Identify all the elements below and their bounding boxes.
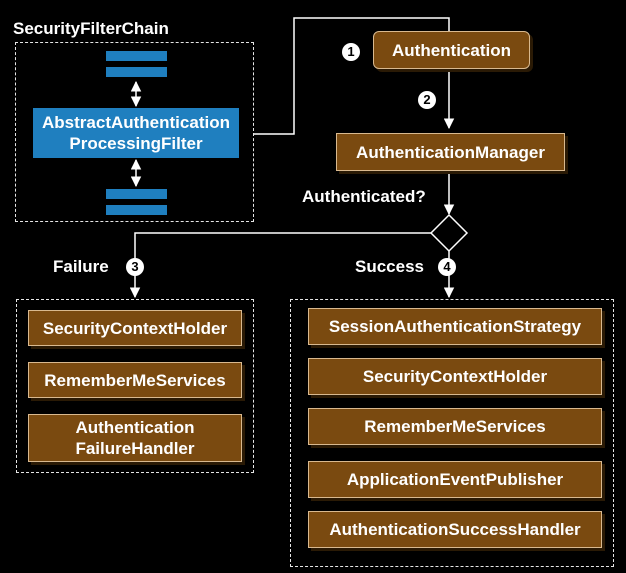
filter-bar-3: [106, 189, 167, 199]
authentication-manager-box: AuthenticationManager: [336, 133, 565, 171]
filter-label-line1: AbstractAuthentication: [42, 113, 230, 132]
authentication-success-handler-box: AuthenticationSuccessHandler: [308, 511, 602, 548]
success-security-context-holder-box: SecurityContextHolder: [308, 358, 602, 395]
failure-label: Failure: [53, 257, 109, 276]
filter-chain-frame: [15, 42, 254, 222]
authenticated-question-label: Authenticated?: [302, 187, 426, 206]
application-event-publisher-box: ApplicationEventPublisher: [308, 461, 602, 498]
step-4-badge: 4: [438, 258, 456, 276]
session-authentication-strategy-box: SessionAuthenticationStrategy: [308, 308, 602, 345]
success-frame: [290, 299, 614, 567]
filter-bar-4: [106, 205, 167, 215]
success-remember-me-services-box: RememberMeServices: [308, 408, 602, 445]
failure-frame: [16, 299, 254, 473]
step-1-badge: 1: [342, 43, 360, 61]
abstract-authentication-processing-filter: AbstractAuthentication ProcessingFilter: [33, 108, 239, 158]
filter-label-line2: ProcessingFilter: [69, 134, 203, 153]
authentication-box: Authentication: [373, 31, 530, 69]
failure-handler-line2: FailureHandler: [75, 439, 195, 458]
step-3-badge: 3: [126, 258, 144, 276]
filter-bar-2: [106, 67, 167, 77]
failure-handler-line1: Authentication: [75, 418, 195, 437]
step-2-badge: 2: [418, 91, 436, 109]
failure-remember-me-services-box: RememberMeServices: [28, 362, 242, 398]
filter-chain-title: SecurityFilterChain: [13, 19, 169, 38]
success-label: Success: [355, 257, 424, 276]
filter-bar-1: [106, 51, 167, 61]
authentication-failure-handler-box: Authentication FailureHandler: [28, 414, 242, 462]
decision-diamond: [429, 213, 469, 253]
failure-security-context-holder-box: SecurityContextHolder: [28, 310, 242, 346]
